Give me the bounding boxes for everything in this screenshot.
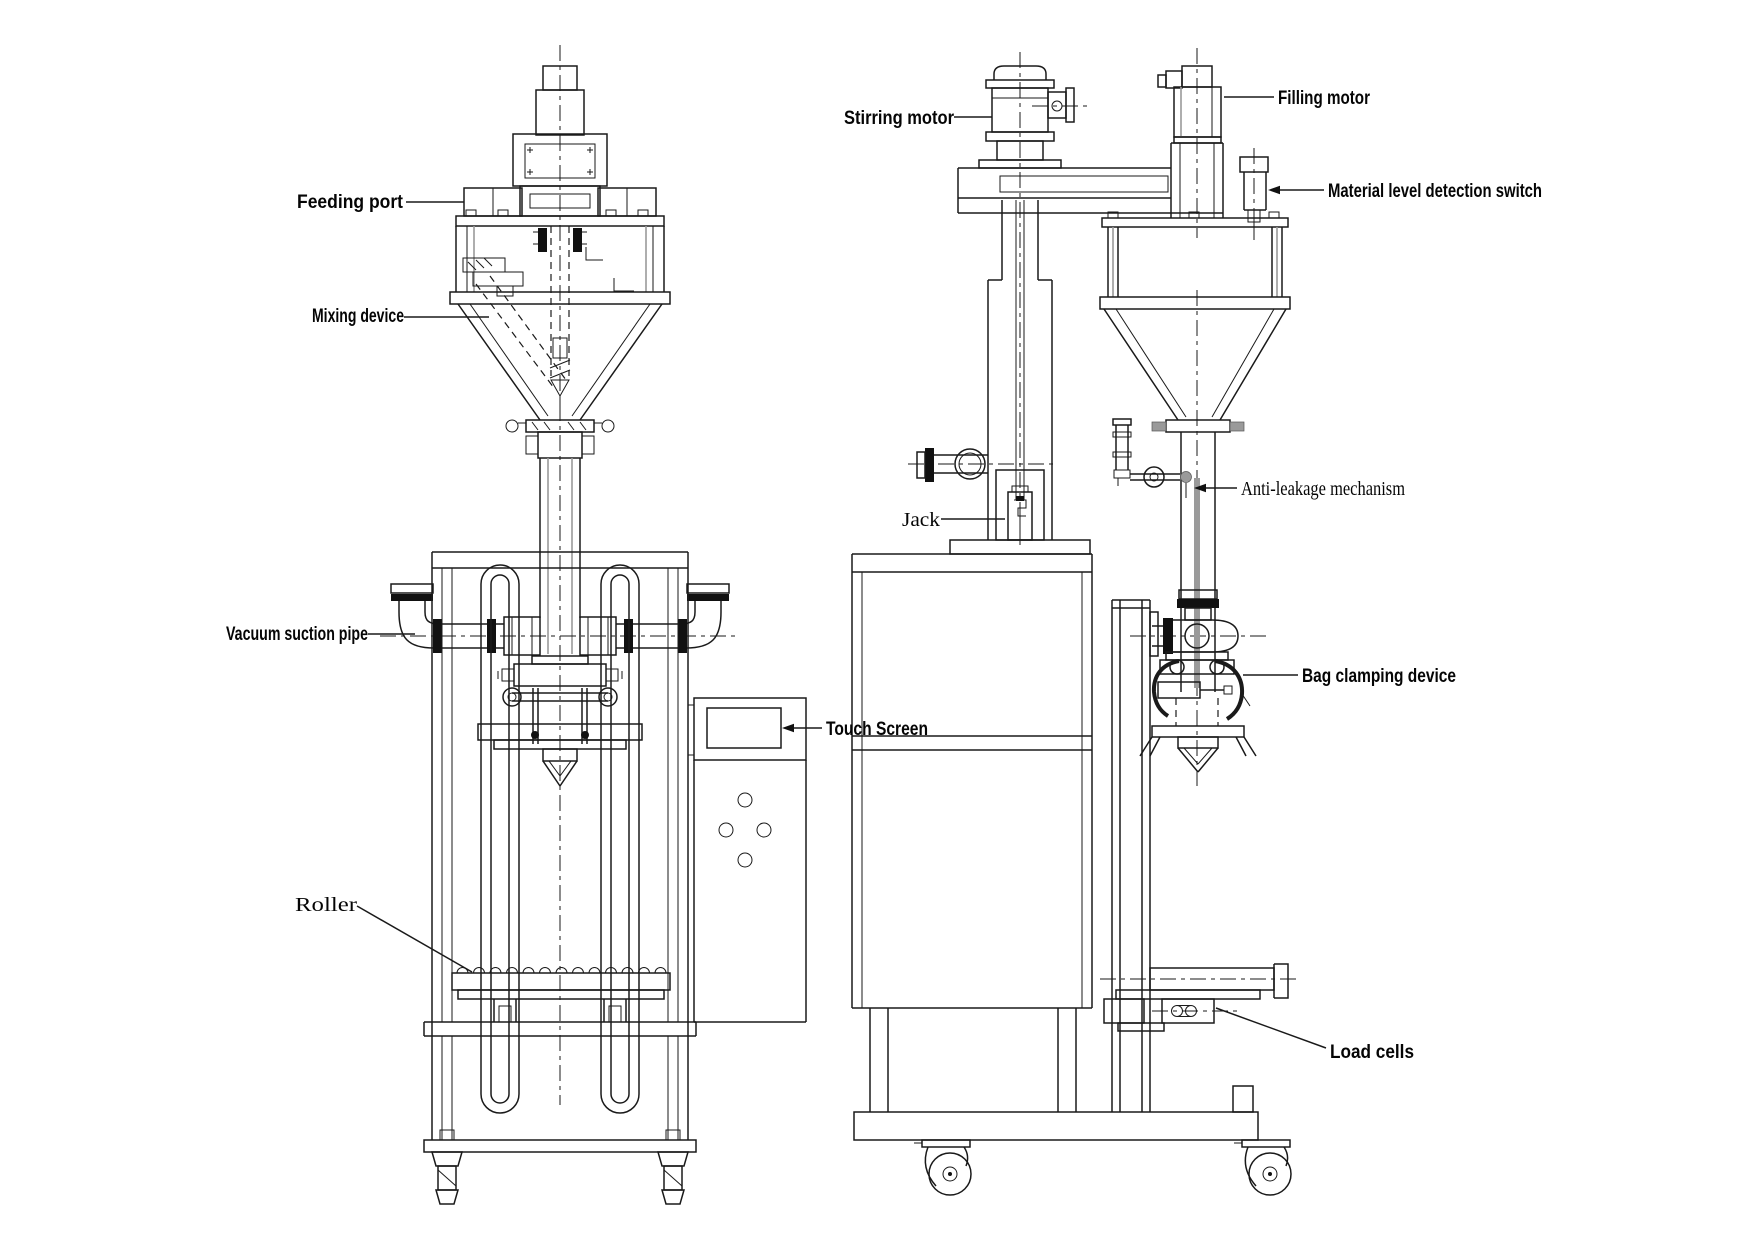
stirring-column: [949, 200, 1091, 555]
hopper-top-flange: [455, 215, 665, 227]
console-button: [737, 852, 753, 868]
anti-leakage-mechanism: [1112, 418, 1192, 498]
front-view: [380, 45, 807, 1205]
leader-lines: [356, 96, 1327, 1049]
arrowhead: [1194, 483, 1206, 493]
touch-screen-label: Touch Screen: [826, 719, 928, 740]
side-hopper-cone: [1103, 308, 1287, 421]
front-feet: [431, 1151, 689, 1205]
clamp-stand-wall: [1111, 599, 1159, 1112]
load-cells-leader: [1215, 1007, 1327, 1049]
bag-clamping-device: [1139, 589, 1257, 773]
touch-screen: [706, 707, 782, 749]
drop-tube: [539, 458, 581, 654]
front-bag-clamp: [477, 655, 643, 787]
side-cabinet: [851, 553, 1259, 1141]
load-cells-label: Load cells: [1330, 1042, 1414, 1063]
labels: Feeding port Mixing device Vacuum suctio…: [226, 88, 1542, 1063]
auger-tip: [549, 337, 571, 418]
front-base-plate: [423, 1139, 697, 1153]
mixing-device-label: Mixing device: [312, 306, 404, 327]
caster-wheels: [914, 1139, 1292, 1196]
pipe-clamp-ring: [433, 619, 442, 653]
motor-junction-box: [1047, 91, 1067, 119]
mixing-device: [462, 257, 567, 389]
discharge-funnel: [542, 760, 578, 787]
pipe-tee: [503, 616, 541, 656]
bag-clamping-label: Bag clamping device: [1302, 666, 1456, 687]
side-hopper: [1099, 211, 1291, 692]
u-tubes: [480, 564, 640, 1114]
feeding-port-label: Feeding port: [297, 192, 404, 213]
column-side-pipe: [916, 448, 988, 482]
caster-wheel: [928, 1152, 972, 1196]
material-level-switch-label: Material level detection switch: [1328, 181, 1542, 202]
front-cabinet: [423, 551, 697, 1153]
stirring-motor-label: Stirring motor: [844, 108, 955, 129]
side-view: [851, 48, 1300, 1196]
outlet-clamp: [505, 419, 615, 459]
material-level-switch: [1239, 156, 1269, 238]
load-cell-assembly: [1103, 963, 1289, 1032]
rollers: [456, 967, 667, 974]
mixing-tube-hidden: [475, 275, 567, 389]
filling-motor: [1157, 65, 1224, 218]
console-button: [737, 792, 753, 808]
jack-label: Jack: [902, 509, 940, 531]
roller-leader: [356, 905, 473, 973]
vacuum-suction-pipe-label: Vacuum suction pipe: [226, 624, 368, 645]
clamp-bolt: [573, 228, 582, 252]
hopper-body: [449, 226, 671, 421]
arrowhead: [1268, 185, 1280, 195]
auger-shaft-hidden: [550, 226, 570, 376]
roller-table: [451, 967, 671, 1022]
caster-wheel: [1248, 1152, 1292, 1196]
side-base-frame: [853, 1111, 1259, 1141]
clamp-bolt: [538, 228, 547, 252]
roller-label: Roller: [295, 894, 357, 916]
arrowhead: [782, 723, 794, 733]
console-button: [718, 822, 734, 838]
top-arm: [957, 167, 1223, 214]
stirring-motor: [978, 65, 1075, 169]
hopper-cone: [457, 303, 663, 421]
pipe-tee: [579, 616, 617, 656]
console-button: [756, 822, 772, 838]
anti-leakage-label: Anti-leakage mechanism: [1241, 478, 1405, 500]
pipe-clamp-ring: [678, 619, 687, 653]
clamp-arm: [1151, 659, 1180, 718]
hopper-bottom-flange: [449, 291, 671, 305]
touch-screen-console: [688, 697, 807, 1023]
filling-motor-label: Filling motor: [1278, 88, 1370, 109]
clamp-cylinder: [1157, 681, 1201, 699]
